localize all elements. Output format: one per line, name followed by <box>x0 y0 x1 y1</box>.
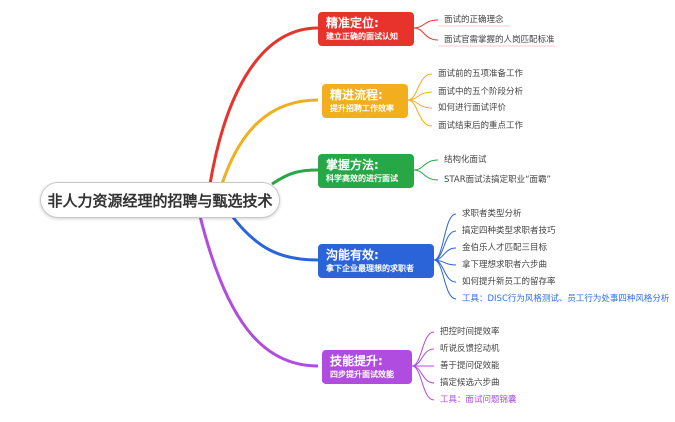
leaf-item[interactable]: 听说反馈挖动机 <box>440 344 500 354</box>
tool-note[interactable]: 工具：面试问题锦囊 <box>440 395 517 405</box>
leaf-item[interactable]: 面试前的五项准备工作 <box>438 69 524 79</box>
tool-note[interactable]: 工具：DISC行为风格测试、员工行为处事四种风格分析 <box>462 294 670 304</box>
connector-b4 <box>230 215 319 262</box>
leaf-item[interactable]: 搞定候选六步曲 <box>440 378 500 388</box>
branch-title: 技能提升: <box>330 354 383 368</box>
leaf-item[interactable]: 把控时间提效率 <box>440 327 500 337</box>
root-topic[interactable]: 非人力资源经理的招聘与甄选技术 <box>40 182 280 218</box>
branch-title: 精准定位: <box>326 16 379 30</box>
branch-refined-process[interactable]: 精进流程: 提升招聘工作效率 <box>322 84 408 118</box>
leaf-connector-b5 <box>411 331 435 401</box>
leaf-item[interactable]: STAR面试法搞定职业“面霸” <box>444 175 551 185</box>
leaf-connector-b2 <box>407 73 433 127</box>
connector-b1 <box>208 26 319 185</box>
branch-effective-communication[interactable]: 沟能有效: 拿下企业最理想的求职者 <box>318 244 434 278</box>
branch-skill-improvement[interactable]: 技能提升: 四步提升面试效能 <box>322 350 412 384</box>
branch-title: 精进流程: <box>330 88 383 102</box>
connector-b3 <box>271 168 319 186</box>
leaf-item[interactable]: 如何进行面试评价 <box>438 103 507 113</box>
leaf-item[interactable]: 结构化面试 <box>444 155 487 165</box>
branch-title: 掌握方法: <box>326 158 379 172</box>
leaf-item[interactable]: 求职者类型分析 <box>462 209 522 219</box>
leaf-connector-b4 <box>433 213 457 300</box>
leaf-item[interactable]: 面试的正确理念 <box>444 15 504 25</box>
leaf-item[interactable]: 面试中的五个阶段分析 <box>438 87 524 97</box>
connector-b2 <box>220 98 319 185</box>
leaf-connector-b3 <box>413 159 439 181</box>
branch-master-method[interactable]: 掌握方法: 科学高效的进行面试 <box>318 154 414 188</box>
branch-subtitle: 建立正确的面试认知 <box>326 32 398 41</box>
leaf-item[interactable]: 拿下理想求职者六步曲 <box>462 260 548 270</box>
leaf-item[interactable]: 如何提升新员工的留存率 <box>462 277 556 287</box>
branch-subtitle: 四步提升面试效能 <box>330 370 394 379</box>
leaf-item[interactable]: 面试结束后的重点工作 <box>438 121 524 131</box>
leaf-connector-b1 <box>413 19 439 41</box>
branch-subtitle: 拿下企业最理想的求职者 <box>326 264 414 273</box>
leaf-item[interactable]: 面试官需掌握的人岗匹配标准 <box>444 35 555 45</box>
connector-b5 <box>198 215 319 368</box>
branch-title: 沟能有效: <box>326 248 379 262</box>
leaf-item[interactable]: 善于提问促效能 <box>440 361 500 371</box>
leaf-item[interactable]: 金伯乐人才匹配三目标 <box>462 243 548 253</box>
branch-precise-positioning[interactable]: 精准定位: 建立正确的面试认知 <box>318 12 414 46</box>
leaf-item[interactable]: 搞定四种类型求职者技巧 <box>462 226 556 236</box>
branch-subtitle: 提升招聘工作效率 <box>330 104 394 113</box>
branch-subtitle: 科学高效的进行面试 <box>326 174 398 183</box>
